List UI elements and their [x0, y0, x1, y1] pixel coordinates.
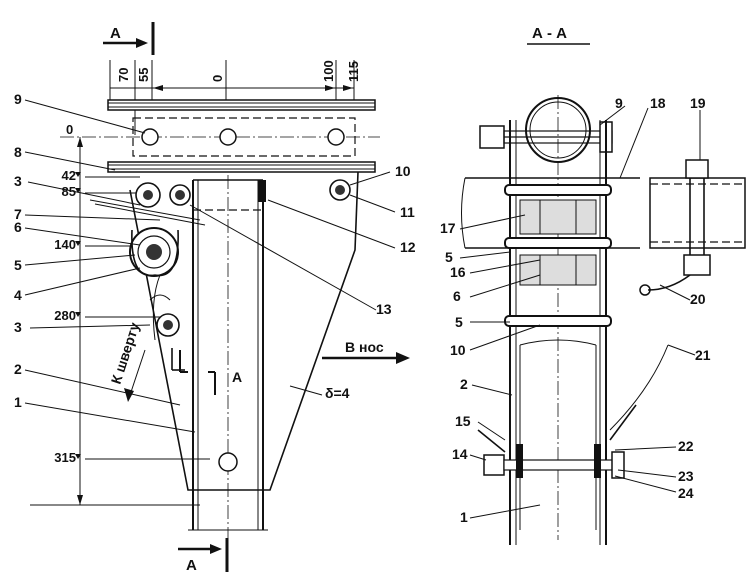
- callout-right-11: 2: [460, 376, 468, 392]
- dim-100: 100: [321, 60, 336, 82]
- callout-left-12: 12: [400, 239, 416, 255]
- right-callout-numbers: 9 19 18 17 5 16 6 5 10 20 21 2 15 14 22 …: [440, 95, 711, 525]
- callout-left-11: 11: [400, 204, 415, 220]
- dim-85: 85: [62, 184, 76, 199]
- callout-right-0: 9: [615, 95, 623, 111]
- bottom-bolt: [477, 404, 637, 479]
- dim-42: 42: [62, 168, 76, 183]
- section-marker-bottom: A: [178, 538, 229, 574]
- section-letter-bottom: A: [186, 557, 197, 574]
- callout-right-5: 16: [450, 264, 466, 280]
- dim-0-top: 0: [210, 75, 225, 82]
- callout-right-2: 18: [650, 95, 666, 111]
- callout-right-17: 1: [460, 509, 468, 525]
- gusset-plate: [129, 171, 359, 491]
- callout-left-2: 3: [14, 173, 22, 189]
- callout-right-15: 23: [678, 468, 694, 484]
- to-centerboard-label: К шверту: [108, 320, 143, 386]
- dim-115: 115: [346, 61, 361, 82]
- callout-right-7: 5: [455, 314, 463, 330]
- callout-right-3: 17: [440, 220, 456, 236]
- rope-21: [609, 344, 669, 431]
- callout-right-1: 19: [690, 95, 706, 111]
- section-letter-mid: A: [232, 369, 242, 385]
- left-callout-numbers: 9 8 3 7 6 5 4 3 2 1 10 11 12 13: [14, 91, 416, 410]
- callout-right-13: 14: [452, 446, 468, 462]
- section-marker-mid: A: [179, 350, 242, 395]
- callout-right-9: 20: [690, 291, 706, 307]
- callout-right-8: 10: [450, 342, 466, 358]
- dim-70: 70: [116, 68, 131, 82]
- to-nose-label: В нос: [345, 339, 384, 355]
- vertical-tube: [188, 175, 268, 545]
- callout-left-13: 13: [376, 301, 392, 317]
- top-tube: [60, 99, 380, 173]
- rollers: [504, 184, 612, 327]
- callout-left-4: 6: [14, 219, 22, 235]
- callout-right-6: 6: [453, 288, 461, 304]
- section-marker-top: A: [103, 22, 155, 55]
- callout-left-1: 8: [14, 144, 22, 160]
- callout-left-8: 2: [14, 361, 22, 377]
- ropes: [89, 199, 206, 402]
- pulleys: [129, 179, 351, 337]
- top-dimensions: 70 55 0 100 115: [109, 60, 361, 135]
- callout-right-4: 5: [445, 249, 453, 265]
- callout-left-6: 4: [14, 287, 22, 303]
- boom: [461, 177, 746, 249]
- dim-55: 55: [136, 68, 151, 82]
- side-bolt: [639, 159, 711, 296]
- callout-right-12: 15: [455, 413, 471, 429]
- section-letter-top: A: [110, 25, 121, 42]
- callout-left-7: 3: [14, 319, 22, 335]
- right-view: А - А: [440, 25, 746, 545]
- callout-left-3: 7: [14, 206, 22, 222]
- callout-left-9: 1: [14, 394, 22, 410]
- dim-0-left: 0: [66, 122, 73, 137]
- left-dimensions: 0 42 85 140 280 315: [30, 122, 210, 506]
- dim-280: 280: [54, 308, 76, 323]
- to-nose-arrow: В нос: [322, 339, 410, 364]
- left-view: A 70 55 0 100 115: [14, 22, 416, 574]
- callout-right-16: 24: [678, 485, 694, 501]
- dim-140: 140: [54, 237, 76, 252]
- callout-left-0: 9: [14, 91, 22, 107]
- thickness-label: δ=4: [325, 385, 350, 401]
- lower-tube: [519, 339, 597, 530]
- callout-right-14: 22: [678, 438, 694, 454]
- section-title: А - А: [532, 25, 567, 42]
- left-leaders: [24, 99, 396, 433]
- callout-left-10: 10: [395, 163, 411, 179]
- dim-315: 315: [54, 450, 76, 465]
- right-leaders: [459, 105, 701, 519]
- callout-right-10: 21: [695, 347, 711, 363]
- callout-left-5: 5: [14, 257, 22, 273]
